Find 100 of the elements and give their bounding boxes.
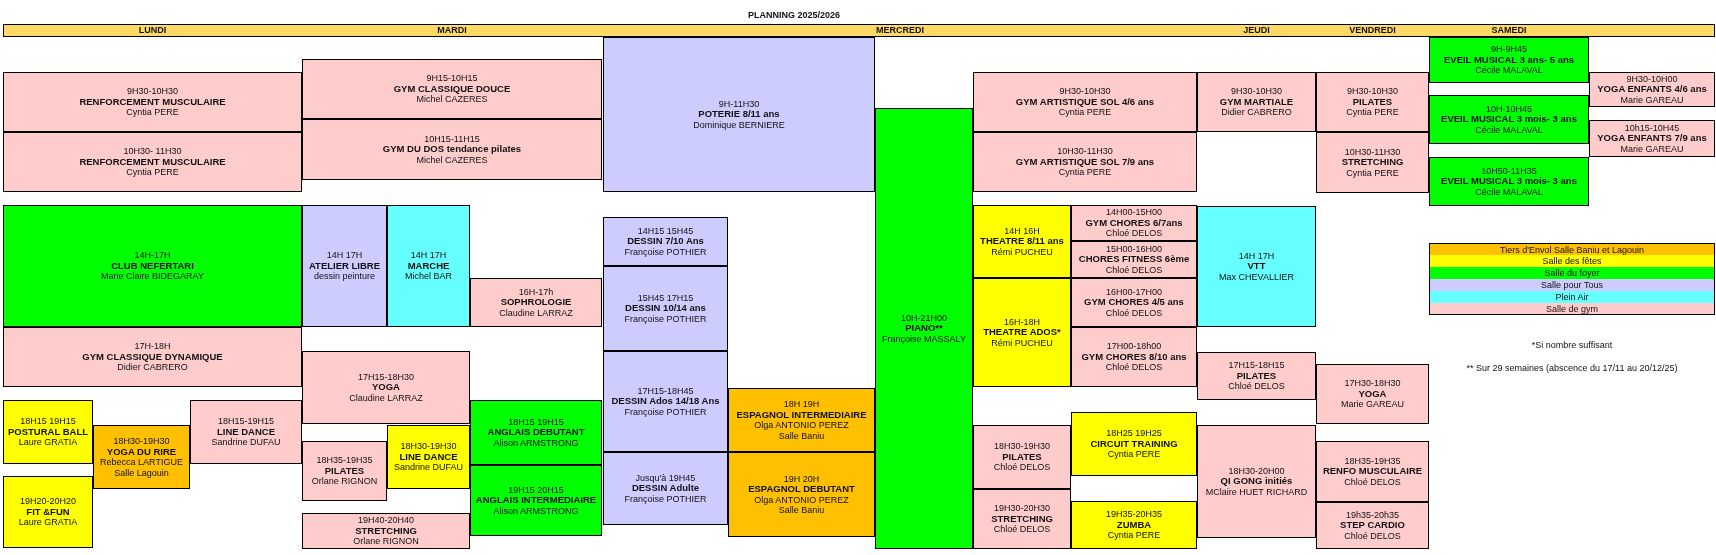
time-range: 18H30-19H30 — [993, 441, 1050, 452]
detail-text: dessin peinture — [313, 271, 375, 282]
time-range: 19H20-20H20 — [19, 496, 76, 507]
activity-title: DESSIN Ados 14/18 Ans — [611, 396, 720, 407]
time-range: 16H-18H — [1004, 316, 1040, 328]
activity-block — [603, 452, 728, 525]
activity-title: PIANO** — [905, 323, 943, 334]
detail-text: Cyntia PERE — [1346, 107, 1399, 118]
activity-block — [1316, 72, 1429, 132]
activity-title: GYM CLASSIQUE DYNAMIQUE — [82, 351, 223, 363]
activity-title: RENFORCEMENT MUSCULAIRE — [79, 156, 226, 168]
day-header: LUNDI — [137, 25, 168, 36]
activity-title: YOGA ENFANTS 7/9 ans — [1597, 133, 1707, 144]
time-range: 18H30-19H30 — [400, 441, 457, 452]
activity-block — [1071, 412, 1197, 476]
room-name: Salle Baniu — [778, 430, 825, 441]
activity-title: DESSIN 7/10 Ans — [627, 236, 704, 247]
legend-swatch: Tiers d'Envol Salle Baniu et Lagouin — [1429, 243, 1715, 255]
detail-text: Françoise POTHIER — [624, 313, 707, 325]
activity-title: GYM DU DOS tendance pilates — [382, 144, 522, 155]
activity-block — [728, 388, 875, 452]
activity-block — [973, 132, 1197, 192]
activity-title: THEATRE ADOS* — [983, 327, 1061, 338]
time-range: 17H30-18H30 — [1344, 378, 1401, 389]
activity-block — [190, 400, 302, 464]
legend-swatch: Salle des fêtes — [1429, 255, 1715, 267]
activity-title: POSTURAL BALL — [7, 426, 88, 438]
activity-title: ESPAGNOL INTERMEDIAIRE — [736, 409, 867, 420]
detail-text: Cyntia PERE — [1107, 530, 1161, 541]
detail-text: Cécile MALAVAL — [1475, 65, 1543, 76]
activity-title: RENFORCEMENT MUSCULAIRE — [79, 96, 226, 108]
activity-block — [3, 400, 93, 464]
time-range: 18H15-19H15 — [217, 416, 274, 427]
day-header: JEUDI — [1242, 25, 1271, 36]
detail-text: Chloé DELOS — [1105, 264, 1163, 276]
activity-block — [1429, 37, 1589, 83]
activity-title: GYM ARTISTIQUE SOL 4/6 ans — [1015, 96, 1155, 108]
detail-text: Claudine LARRAZ — [499, 307, 573, 319]
activity-title: GYM CHORES 4/5 ans — [1084, 297, 1184, 308]
activity-title: FIT &FUN — [26, 506, 70, 518]
activity-title: STRETCHING — [991, 513, 1053, 525]
activity-block — [973, 425, 1071, 489]
time-range: 19H 20H — [783, 473, 820, 484]
activity-block — [603, 351, 728, 452]
detail-text: Claudine LARRAZ — [349, 392, 423, 404]
time-range: 10H15-11H15 — [424, 133, 480, 145]
activity-title: EVEIL MUSICAL 3 ans- 5 ans — [1443, 54, 1575, 66]
time-range: 16H-17h — [518, 286, 554, 298]
activity-title: CIRCUIT TRAINING — [1090, 438, 1178, 450]
activity-block — [1071, 278, 1197, 327]
activity-block — [3, 327, 302, 387]
activity-title: YOGA — [1358, 388, 1387, 400]
detail-text: Françoise POTHIER — [624, 493, 707, 505]
detail-text: Chloé DELOS — [1105, 228, 1163, 239]
activity-title: PILATES — [1236, 370, 1277, 382]
activity-title: ESPAGNOL DEBUTANT — [748, 484, 855, 495]
activity-title: LINE DANCE — [216, 426, 276, 438]
activity-block — [1316, 132, 1429, 193]
time-range: 10H30-11H30 — [1344, 146, 1401, 158]
time-range: 15H45 17H15 — [637, 292, 694, 304]
detail-text: Chloé DELOS — [1228, 381, 1285, 392]
detail-text: Orlane RIGNON — [353, 536, 419, 547]
activity-block — [973, 278, 1071, 387]
time-range: 10h15-10H45 — [1624, 122, 1680, 134]
detail-text: Alison ARMSTRONG — [493, 437, 579, 449]
activity-block — [1316, 441, 1429, 502]
activity-block — [973, 72, 1197, 132]
activity-title: YOGA DU RIRE — [106, 446, 177, 457]
time-range: 9H-11H30 — [718, 98, 760, 110]
detail-text: Rémi PUCHEU — [991, 337, 1053, 349]
detail-text: Alison ARMSTRONG — [493, 505, 579, 517]
activity-title: GYM CHORES 6/7ans — [1085, 217, 1183, 229]
time-range: 17H00-18h00 — [1106, 341, 1162, 352]
time-range: 9H30-10H00 — [1626, 73, 1678, 85]
time-range: 17H15-18H15 — [1228, 360, 1285, 371]
detail-text: Laure GRATIA — [18, 437, 78, 448]
activity-block — [93, 425, 190, 489]
activity-block — [470, 465, 602, 536]
time-range: 10H50-11H35 — [1481, 165, 1537, 177]
detail-text: Dominique BERNIERE — [693, 119, 785, 131]
detail-text: Cyntia PERE — [1058, 107, 1112, 118]
activity-title: CLUB NEFERTARI — [111, 260, 194, 272]
activity-block — [1197, 352, 1316, 400]
detail-text: Cyntia PERE — [1346, 167, 1399, 179]
activity-title: PILATES — [1002, 451, 1042, 463]
detail-text: Rebecca LARTIGUE — [100, 457, 183, 468]
activity-title: THEATRE 8/11 ans — [980, 236, 1064, 247]
time-range: 14H 17H — [1238, 250, 1275, 262]
activity-block — [470, 400, 602, 465]
activity-title: ZUMBA — [1116, 519, 1152, 531]
time-range: 15H00-16H00 — [1105, 243, 1162, 255]
detail-text: Françoise POTHIER — [624, 246, 707, 258]
activity-block — [302, 351, 470, 424]
detail-text: Rémi PUCHEU — [991, 246, 1053, 258]
time-range: 14H 17H — [326, 250, 363, 261]
activity-title: LINE DANCE — [399, 451, 458, 463]
time-range: 14H-17H — [134, 250, 171, 261]
activity-block — [1197, 425, 1316, 538]
time-range: 18H15 19H15 — [20, 416, 76, 427]
time-range: 10H30-11H30 — [1057, 146, 1113, 157]
